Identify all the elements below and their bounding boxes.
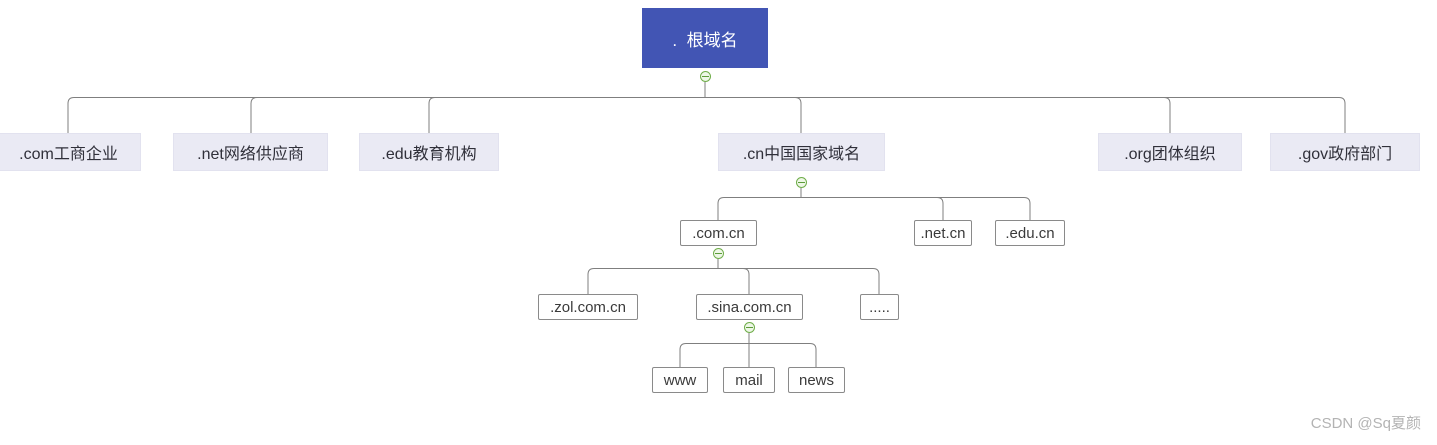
node-zol-com-cn[interactable]: .zol.com.cn: [538, 294, 638, 320]
node-tld-net[interactable]: .net网络供应商: [173, 133, 328, 171]
minus-icon: [715, 253, 722, 254]
node-sina-com-cn[interactable]: .sina.com.cn: [696, 294, 803, 320]
node-net-cn[interactable]: .net.cn: [914, 220, 972, 246]
node-tld-gov[interactable]: .gov政府部门: [1270, 133, 1420, 171]
node-tld-org[interactable]: .org团体组织: [1098, 133, 1242, 171]
minus-icon: [702, 76, 709, 77]
collapse-toggle-root[interactable]: [700, 71, 711, 82]
node-com-cn[interactable]: .com.cn: [680, 220, 757, 246]
csdn-watermark: CSDN @Sq夏颜: [1310, 415, 1421, 432]
node-tld-cn[interactable]: .cn中国国家域名: [718, 133, 885, 171]
collapse-toggle-sina[interactable]: [744, 322, 755, 333]
collapse-toggle-com-cn[interactable]: [713, 248, 724, 259]
node-tld-com[interactable]: .com工商企业: [0, 133, 141, 171]
node-www[interactable]: www: [652, 367, 708, 393]
node-ellipsis[interactable]: .....: [860, 294, 899, 320]
minus-icon: [798, 182, 805, 183]
node-mail[interactable]: mail: [723, 367, 775, 393]
minus-icon: [746, 327, 753, 328]
node-news[interactable]: news: [788, 367, 845, 393]
node-tld-edu[interactable]: .edu教育机构: [359, 133, 499, 171]
node-root-domain[interactable]: . 根域名: [642, 8, 768, 68]
node-edu-cn[interactable]: .edu.cn: [995, 220, 1065, 246]
collapse-toggle-cn[interactable]: [796, 177, 807, 188]
